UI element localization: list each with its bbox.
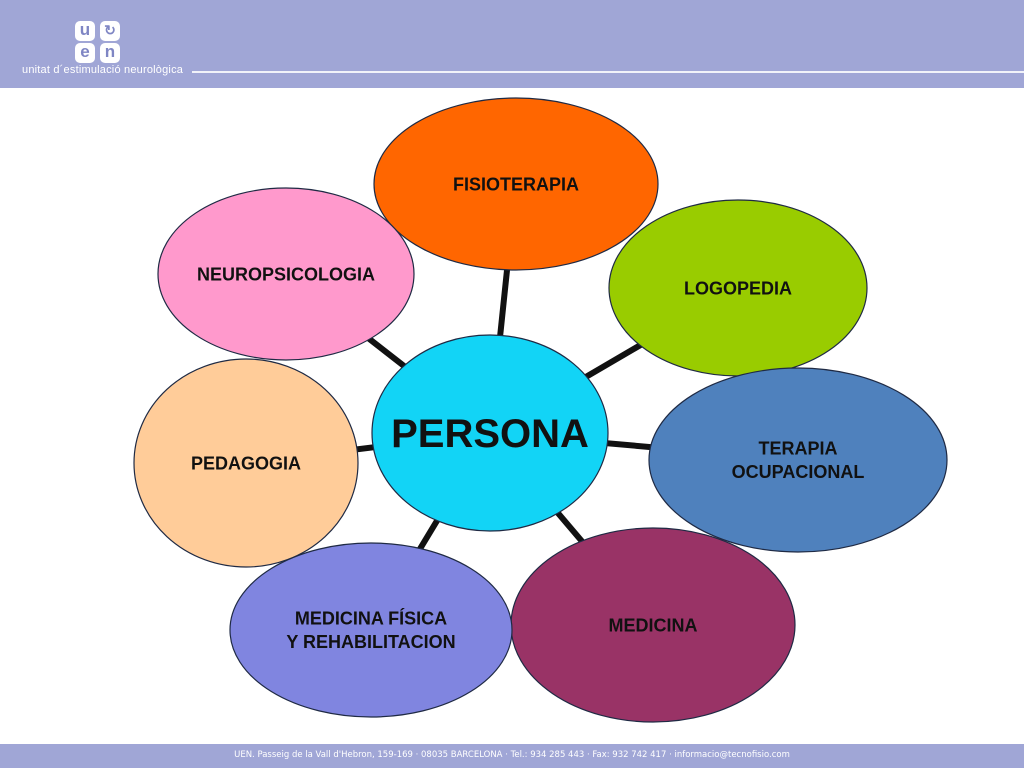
node-medicina-fisica [229,542,513,718]
logo-letter-n: n [100,43,120,63]
node-neuropsicologia [157,187,415,361]
node-pedagogia [133,358,359,568]
center-node [371,334,609,532]
node-label-medicina-fisica: Y REHABILITACION [286,632,455,652]
logo-letter-e: e [75,43,95,63]
node-label-pedagogia: PEDAGOGIA [191,453,301,473]
logo-tagline: unitat d´estimulació neurològica [22,64,184,76]
node-label-neuropsicologia: NEUROPSICOLOGIA [197,264,375,284]
center-label: PERSONA [391,412,589,456]
logo-letter-u: u [75,21,95,41]
node-label-terapia-ocupacional: TERAPIA [758,439,837,459]
footer-contact-text: UEN. Passeig de la Vall d'Hebron, 159-16… [234,750,790,760]
node-label-logopedia: LOGOPEDIA [684,278,792,298]
node-label-medicina: MEDICINA [609,615,698,635]
node-label-fisioterapia: FISIOTERAPIA [453,174,579,194]
header-bar: u ↻ e n unitat d´estimulació neurològica [0,0,1024,88]
logo-swirl-icon: ↻ [100,21,120,41]
node-label-terapia-ocupacional: OCUPACIONAL [732,462,865,482]
footer-bar: UEN. Passeig de la Vall d'Hebron, 159-16… [0,744,1024,768]
header-divider [192,71,1024,73]
node-terapia-ocupacional [648,367,948,553]
node-label-medicina-fisica: MEDICINA FÍSICA [295,608,447,629]
node-fisioterapia [373,97,659,271]
